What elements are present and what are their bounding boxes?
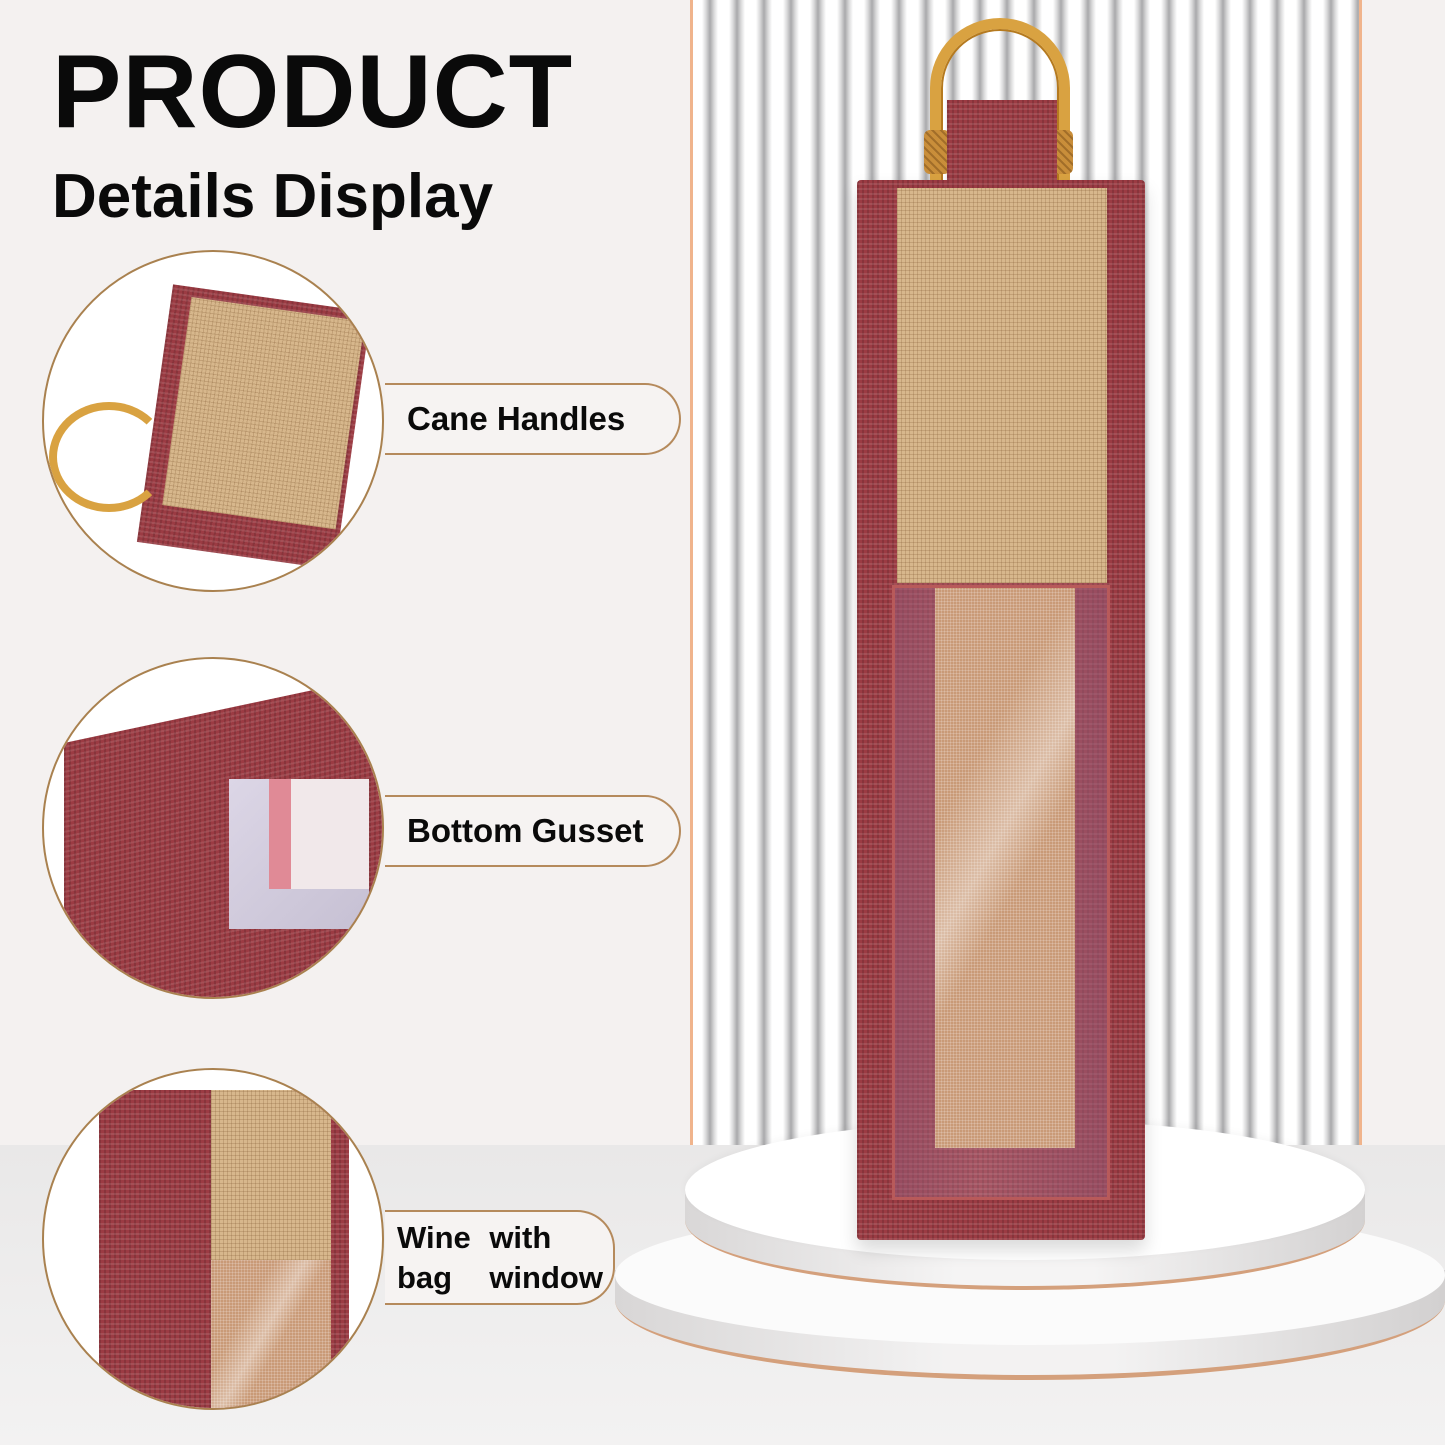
- clear-window: [211, 1260, 331, 1408]
- main-product-bag: [857, 180, 1145, 1240]
- feature-label-line2: with window: [489, 1219, 603, 1295]
- feature-label-cane-handles: Cane Handles: [385, 383, 681, 455]
- page-title: PRODUCT: [52, 34, 574, 150]
- feature-label-line1: Wine bag: [397, 1219, 471, 1295]
- page-subtitle: Details Display: [52, 162, 494, 231]
- wine-label-image: [269, 779, 369, 889]
- feature-image-bottom-gusset: [42, 657, 384, 999]
- window-closeup-image: [99, 1090, 349, 1408]
- bag-inner-jute: [935, 588, 1075, 1148]
- cane-handle-icon: [49, 402, 169, 512]
- cane-handle: [930, 18, 1070, 218]
- handle-strap: [947, 100, 1057, 190]
- jute-panel: [162, 297, 365, 530]
- bag-clear-window: [892, 585, 1110, 1200]
- feature-label-window: Wine bag with window: [385, 1210, 615, 1305]
- jute-panel: [211, 1090, 331, 1260]
- bag-closeup-image: [136, 284, 372, 570]
- bag-jute-panel: [897, 188, 1107, 583]
- feature-label-bottom-gusset: Bottom Gusset: [385, 795, 681, 867]
- feature-image-window: [42, 1068, 384, 1410]
- feature-image-cane-handles: [42, 250, 384, 592]
- handle-knot-left: [924, 130, 950, 174]
